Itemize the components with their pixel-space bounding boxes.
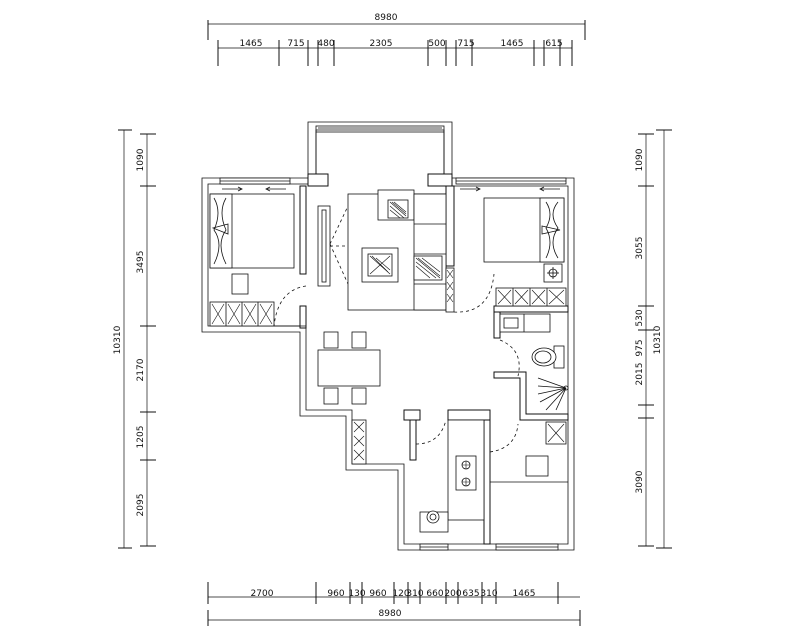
wardrobe-right [495,287,567,307]
dim-bottom-6: 310 [406,589,423,599]
dim-top-1: 1465 [240,39,263,49]
dim-bottom-overall: 8980 [379,609,402,619]
dim-right-5: 975 [635,339,645,356]
dim-right-2: 3055 [635,237,645,260]
dim-top-8: 615 [545,39,562,49]
tv-view-lines [329,205,349,285]
dim-left-1: 1090 [136,148,146,171]
kitchen-cabinet-left [351,419,367,465]
nightstand-right [543,263,563,283]
bed-right [483,197,565,263]
tv-cabinet [317,205,331,287]
washing-machine [525,455,549,477]
sliding-window-arrows [222,186,560,192]
utility-cabinet [545,421,567,445]
dim-top-2: 715 [287,39,304,49]
exterior-walls [201,121,575,551]
bed-left [209,193,295,269]
dimension-bottom: 2700 960 130 960 120 310 660 200 635 310… [207,582,581,626]
dim-bottom-10: 310 [480,589,497,599]
dim-right-6: 3090 [635,470,645,493]
balcony [307,125,453,187]
dim-bottom-5: 120 [392,589,409,599]
dim-top-3: 480 [317,39,334,49]
dim-left-overall: 10310 [113,325,123,354]
toilet [531,345,565,369]
vanity [499,313,551,333]
sink [419,510,449,533]
dim-left-3: 2170 [136,358,146,381]
cooktop [455,455,477,491]
dim-bottom-4: 960 [369,589,386,599]
door-swing-bathroom [499,339,520,377]
dimension-top: 8980 1465 715 480 2305 500 715 1465 615 [207,13,586,66]
dimension-left: 10310 1090 3495 2170 1205 2095 [113,129,156,549]
dim-right-1: 1090 [635,148,645,171]
dim-left-2: 3495 [136,251,146,274]
door-swing-entry [453,273,495,313]
door-swing-kitchen [415,419,447,445]
dim-bottom-3: 130 [348,589,365,599]
dim-top-5: 500 [428,39,445,49]
dim-right-overall: 10310 [653,325,663,354]
dim-bottom-7: 660 [426,589,443,599]
coffee-table [361,247,399,283]
door-swing-left-bedroom [273,285,307,327]
dim-top-6: 715 [457,39,474,49]
shoe-cabinet [445,267,455,313]
dimension-right: 10310 1090 3055 530 2015 975 3090 [635,129,672,549]
dim-bottom-1: 2700 [251,589,274,599]
dim-left-5: 2095 [136,494,146,517]
dim-bottom-9: 635 [462,589,479,599]
dim-right-3: 530 [635,309,645,326]
dim-top-7: 1465 [501,39,524,49]
windows [219,177,567,551]
dim-bottom-2: 960 [327,589,344,599]
nightstand-left [231,273,249,295]
shower [537,377,569,411]
wardrobe-left [209,301,275,327]
dim-right-4: 2015 [635,363,645,386]
interior-walls [299,185,569,545]
dim-bottom-11: 1465 [513,589,536,599]
dining-table [317,331,381,405]
dim-bottom-8: 200 [444,589,461,599]
door-swing-utility [489,423,519,453]
dim-left-4: 1205 [136,426,146,449]
dim-top-4: 2305 [370,39,393,49]
dim-top-overall: 8980 [375,13,398,23]
